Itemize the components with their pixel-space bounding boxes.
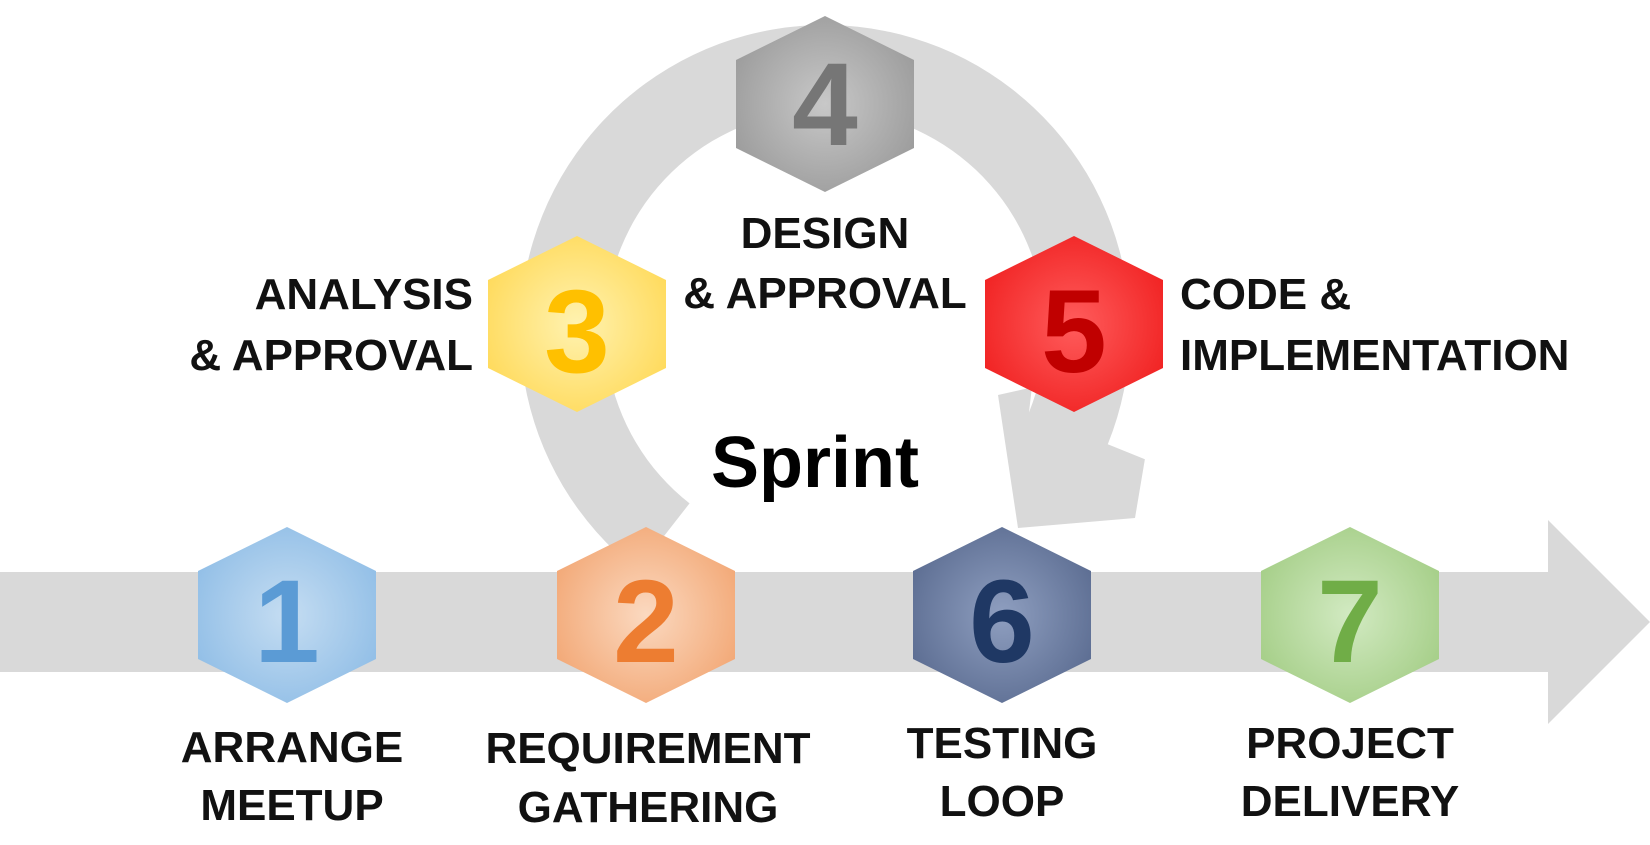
step-6-number: 6	[969, 556, 1035, 688]
sprint-loop-arrow	[519, 25, 1145, 571]
step-5-hexagon	[985, 236, 1163, 412]
step-1-hexagon	[198, 527, 376, 703]
hexagon-shape	[198, 527, 376, 703]
step-6-label-line1: TESTING	[907, 719, 1098, 768]
step-6-hexagon	[913, 527, 1091, 703]
step-5-label-line1: CODE &	[1180, 270, 1351, 319]
step-3-label-line2: & APPROVAL	[189, 331, 473, 380]
step-3-label-line1: ANALYSIS	[255, 270, 473, 319]
step-7-label-line2: DELIVERY	[1241, 777, 1459, 826]
hexagon-shape	[913, 527, 1091, 703]
step-1-label-line1: ARRANGE	[181, 723, 403, 772]
step-4-label-line2: & APPROVAL	[683, 269, 967, 318]
step-5-label-line2: IMPLEMENTATION	[1180, 331, 1569, 380]
step-4-label-line1: DESIGN	[741, 209, 910, 258]
hexagon-shape	[488, 236, 666, 412]
step-4-hexagon	[736, 16, 914, 192]
step-2-number: 2	[613, 556, 679, 688]
hexagon-shape	[985, 236, 1163, 412]
step-2-hexagon	[557, 527, 735, 703]
hexagon-shape	[1261, 527, 1439, 703]
step-2-label-line2: GATHERING	[518, 783, 779, 832]
hexagon-shape	[557, 527, 735, 703]
step-7-hexagon	[1261, 527, 1439, 703]
hexagon-shape	[736, 16, 914, 192]
step-4-number: 4	[792, 39, 858, 171]
step-6-label-line2: LOOP	[940, 777, 1065, 826]
step-5-number: 5	[1041, 266, 1107, 398]
step-7-label-line1: PROJECT	[1246, 719, 1454, 768]
step-1-number: 1	[254, 556, 320, 688]
timeline-arrow	[0, 520, 1650, 724]
step-2-label-line1: REQUIREMENT	[485, 724, 810, 773]
sprint-title: Sprint	[711, 423, 919, 503]
step-1-label-line2: MEETUP	[200, 781, 383, 830]
step-3-number: 3	[544, 266, 610, 398]
step-7-number: 7	[1317, 556, 1383, 688]
step-3-hexagon	[488, 236, 666, 412]
